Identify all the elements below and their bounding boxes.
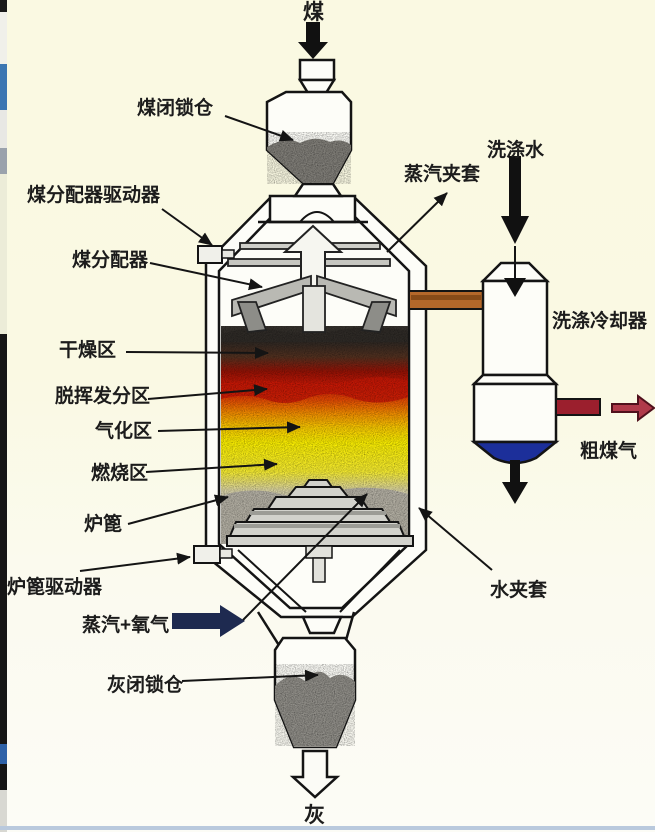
- wash-water-arrow: [501, 156, 529, 244]
- wash-cooler-lower-body: [472, 382, 558, 444]
- leader-combustion-zone: [145, 458, 278, 473]
- label-devolatilization-zone: 脱挥发分区: [55, 384, 150, 407]
- grate-tier-2: [244, 508, 392, 523]
- steam-flow-line: [242, 493, 368, 621]
- ash-lock-hopper-group: [273, 636, 357, 799]
- left-edge-strip: [0, 0, 7, 832]
- leader-devolatilization-zone: [147, 384, 268, 400]
- coal-distributor-drive-box: [197, 245, 223, 264]
- grate-band-2: [234, 524, 400, 528]
- neck-box: [268, 194, 357, 224]
- leader-grate: [127, 494, 229, 525]
- outlet-nub: [301, 615, 343, 635]
- leader-grate-drive: [79, 552, 191, 572]
- label-coal-distributor-drive: 煤分配器驱动器: [27, 184, 161, 206]
- hopper-inlet-neck: [298, 58, 336, 82]
- leader-coal-distributor: [149, 262, 263, 291]
- label-steam-jacket: 蒸汽夹套: [404, 162, 481, 185]
- distributor-foot-right: [360, 301, 392, 333]
- coal-fill-texture: [267, 132, 351, 184]
- distributor-foot-left: [236, 301, 268, 333]
- labels: 煤 煤闭锁仓 煤分配器驱动器 煤分配器 干燥区 脱挥发分区 气化区 燃烧区 炉篦…: [7, 0, 648, 827]
- leader-ash-lock-hopper: [181, 669, 319, 682]
- ash-outlet-arrow: [289, 749, 341, 799]
- label-grate: 炉篦: [84, 512, 122, 535]
- label-grate-drive: 炉篦驱动器: [7, 575, 103, 598]
- grate-cap: [285, 486, 351, 498]
- gas-offtake-pipe-stripe: [411, 295, 481, 300]
- label-wash-water: 洗涤水: [487, 138, 545, 161]
- funnel-line-left: [237, 549, 307, 613]
- grate-band-1: [250, 511, 386, 515]
- neck-trapezoid: [292, 182, 344, 198]
- wash-cooler-group: [408, 156, 655, 504]
- spray-nozzle: [504, 278, 526, 297]
- grate-cap-top: [302, 479, 334, 488]
- coal-lock-hopper-group: [265, 58, 353, 185]
- label-coal-lock-hopper: 煤闭锁仓: [137, 96, 214, 119]
- raw-gas-arrow: [611, 394, 655, 422]
- leader-steam-jacket: [386, 192, 448, 253]
- label-wash-cooler: 洗涤冷却器: [552, 309, 648, 332]
- label-coal-distributor: 煤分配器: [72, 249, 149, 271]
- label-ash-lock-hopper: 灰闭锁仓: [107, 673, 184, 696]
- cooler-outlet-arrow: [502, 460, 528, 504]
- coal-distributor-assembly: [227, 224, 397, 333]
- grate-post-lower: [312, 557, 326, 583]
- grate-drive-stub: [219, 548, 233, 559]
- coal-distributor-drive-stub: [221, 249, 235, 259]
- leader-drying-zone: [125, 346, 269, 359]
- raw-gas-pipe: [555, 398, 601, 416]
- funnel-line-right: [339, 549, 401, 613]
- grate-drive-box: [193, 545, 221, 564]
- coal-inlet-arrow: [298, 22, 328, 59]
- leader-coal-distributor-drive: [161, 208, 213, 246]
- coal-chute: [302, 285, 326, 333]
- label-drying-zone: 干燥区: [59, 339, 116, 361]
- leader-water-jacket: [418, 507, 493, 571]
- wash-cooler-shoulder: [470, 373, 560, 386]
- neck-arch: [299, 211, 335, 223]
- label-combustion-zone: 燃烧区: [91, 461, 148, 484]
- drive-boxes: [193, 245, 235, 564]
- label-coal: 煤: [303, 0, 324, 24]
- label-raw-gas: 粗煤气: [580, 439, 637, 462]
- label-water-jacket: 水夹套: [490, 578, 548, 601]
- label-steam-oxygen: 蒸汽+氧气: [82, 613, 169, 636]
- label-ash: 灰: [304, 803, 325, 827]
- vessel-neck: [258, 182, 368, 224]
- leader-lines: [79, 115, 493, 682]
- label-gasification-zone: 气化区: [94, 419, 152, 442]
- leader-gasification-zone: [157, 421, 301, 434]
- leader-coal-lock-hopper: [224, 115, 294, 142]
- bottom-edge-line: [0, 826, 655, 830]
- steam-oxygen-arrow: [172, 605, 245, 637]
